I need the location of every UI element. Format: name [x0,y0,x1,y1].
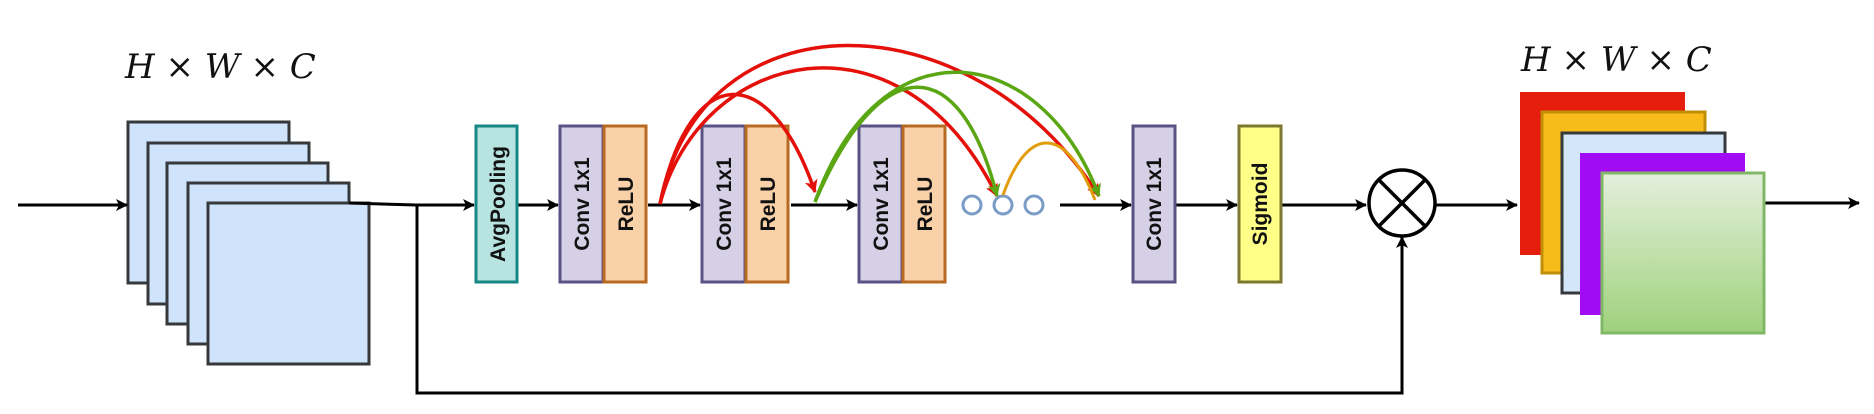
conv-block-1: Conv 1x1 [558,124,605,284]
skip-arc-red-outer [658,43,1101,205]
multiply-operator [1367,168,1437,238]
relu-block-3: ReLU [901,124,947,284]
sigmoid-block: Sigmoid [1237,124,1283,284]
input-feature-map [126,120,371,366]
dense-skip-connections [658,43,1101,205]
relu3-label: ReLU [914,177,937,232]
conv1-label: Conv 1x1 [571,157,594,251]
ellipsis-dot-2 [992,194,1014,216]
residual-skip-connection [415,205,1408,395]
skip-arc-red-middle [658,66,999,205]
relu-block-2: ReLU [744,124,790,284]
input-dimension-label: H × W × C [124,47,316,87]
stack-out-line [348,201,417,207]
conv-block-2: Conv 1x1 [700,124,747,284]
skip-arc-orange [1001,141,1097,201]
relu1-label: ReLU [615,177,638,232]
relu-block-1: ReLU [602,124,648,284]
avgpool-block: AvgPooling [474,124,519,284]
conv2-label: Conv 1x1 [713,157,736,251]
ellipsis-dot-3 [1023,194,1045,216]
relu2-label: ReLU [757,177,780,232]
skip-arc-red-inner [658,92,818,205]
skip-arc-green-outer [813,70,1101,203]
input-layer-5 [206,201,371,366]
ellipsis-dot-1 [961,194,983,216]
conv-final-label: Conv 1x1 [1143,157,1166,251]
avgpool-label: AvgPooling [487,146,510,262]
output-feature-map [1520,92,1766,335]
conv-block-3: Conv 1x1 [857,124,904,284]
skip-arc-green-inner [813,85,1001,203]
output-dimension-label: H × W × C [1520,40,1712,80]
output-layer-green [1600,171,1766,335]
conv3-label: Conv 1x1 [870,157,893,251]
conv-block-final: Conv 1x1 [1131,124,1177,284]
sigmoid-label: Sigmoid [1249,163,1272,246]
